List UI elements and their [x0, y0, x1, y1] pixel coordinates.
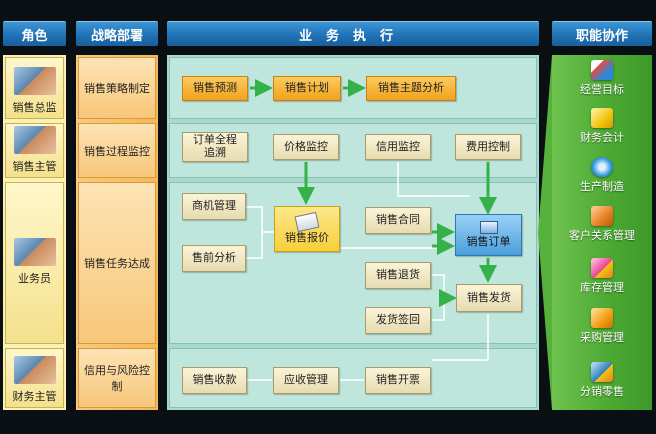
- function-label: 分销零售: [580, 385, 624, 398]
- strategy-sales-policy: 销售策略制定: [78, 57, 156, 119]
- line-return-receipt: [432, 274, 445, 321]
- delivery-receipt-box[interactable]: 发货签回: [365, 307, 431, 334]
- receivables-mgmt-box[interactable]: 应收管理: [273, 367, 339, 394]
- function-inventory[interactable]: 库存管理: [552, 258, 652, 295]
- sales-order-box[interactable]: 销售订单: [455, 214, 522, 256]
- function-label: 生产制造: [580, 180, 624, 193]
- crm-icon: [591, 206, 613, 226]
- function-label: 经营目标: [580, 83, 624, 96]
- function-crm[interactable]: 客户关系管理: [552, 206, 652, 243]
- finance-manager-photo-icon: [13, 356, 56, 384]
- sales-order-label: 销售订单: [466, 235, 511, 249]
- price-monitor-box[interactable]: 价格监控: [273, 134, 339, 160]
- role-header: 角色: [3, 21, 66, 46]
- strategy-header: 战略部署: [76, 21, 158, 46]
- purchasing-icon: [591, 308, 613, 328]
- sales-quote-box[interactable]: 销售报价: [274, 206, 340, 252]
- order-screen-icon: [479, 221, 498, 235]
- supervisor-photo-icon: [13, 126, 56, 154]
- inventory-icon: [591, 258, 613, 278]
- sales-topic-analysis-box[interactable]: 销售主题分析: [366, 76, 456, 101]
- execution-header: 业务执行: [167, 21, 539, 46]
- function-manufacturing[interactable]: 生产制造: [552, 157, 652, 194]
- function-label: 库存管理: [580, 281, 624, 294]
- manufacturing-icon: [591, 157, 613, 177]
- line-delivery-invoice: [432, 314, 489, 361]
- credit-monitor-box[interactable]: 信用监控: [365, 134, 431, 160]
- sales-collection-box[interactable]: 销售收款: [182, 367, 247, 394]
- function-purchasing[interactable]: 采购管理: [552, 308, 652, 345]
- sales-plan-box[interactable]: 销售计划: [273, 76, 341, 101]
- sales-invoice-box[interactable]: 销售开票: [365, 367, 431, 394]
- business-goal-icon: [591, 60, 613, 80]
- cost-control-box[interactable]: 费用控制: [455, 134, 521, 160]
- order-trace-box[interactable]: 订单全程追溯: [182, 132, 248, 162]
- function-chevron: [538, 55, 556, 410]
- salesperson-photo-icon: [13, 237, 56, 266]
- sales-delivery-box[interactable]: 销售发货: [456, 284, 522, 312]
- function-retail[interactable]: 分销零售: [552, 362, 652, 399]
- role-label: 销售总监: [12, 101, 57, 114]
- line-credit-order: [397, 162, 470, 197]
- sales-forecast-box[interactable]: 销售预测: [182, 76, 248, 101]
- role-salesperson: 业务员: [5, 182, 64, 344]
- role-label: 财务主管: [12, 390, 57, 403]
- role-sales-director: 销售总监: [5, 57, 64, 119]
- function-label: 财务会计: [580, 131, 624, 144]
- sales-contract-box[interactable]: 销售合同: [365, 207, 431, 234]
- line-opportunity-quote: [246, 206, 263, 259]
- function-header: 职能协作: [552, 21, 652, 46]
- accounting-icon: [591, 108, 613, 128]
- quote-document-icon: [294, 211, 320, 232]
- director-photo-icon: [13, 67, 56, 95]
- role-label: 销售主管: [12, 160, 57, 173]
- function-label: 客户关系管理: [569, 229, 635, 242]
- strategy-credit-risk: 信用与风险控制: [78, 348, 156, 408]
- role-label: 业务员: [18, 271, 51, 285]
- strategy-process-monitor: 销售过程监控: [78, 123, 156, 178]
- retail-icon: [591, 362, 613, 382]
- role-finance-manager: 财务主管: [5, 348, 64, 408]
- function-label: 采购管理: [580, 331, 624, 344]
- sales-return-box[interactable]: 销售退货: [365, 262, 431, 289]
- function-business-goal[interactable]: 经营目标: [552, 60, 652, 97]
- function-accounting[interactable]: 财务会计: [552, 108, 652, 145]
- strategy-task-achievement: 销售任务达成: [78, 182, 156, 344]
- presale-analysis-box[interactable]: 售前分析: [182, 245, 246, 272]
- role-sales-supervisor: 销售主管: [5, 123, 64, 178]
- sales-quote-label: 销售报价: [285, 230, 329, 244]
- opportunity-mgmt-box[interactable]: 商机管理: [182, 193, 246, 220]
